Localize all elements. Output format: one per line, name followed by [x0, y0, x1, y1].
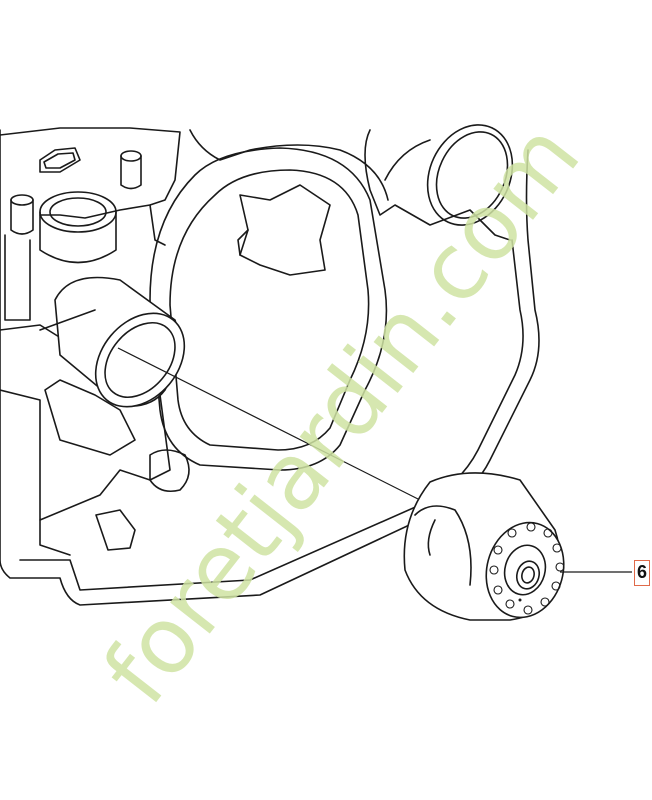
top-bracket: [0, 127, 181, 321]
crankcase-housing: [0, 129, 540, 606]
right-cylinder-port: [384, 124, 514, 226]
assembly-guide-line: [117, 347, 421, 501]
bearing-sleeve: [39, 276, 186, 408]
callout-number-6[interactable]: 6: [634, 560, 650, 586]
part-6-roller-bearing: [403, 472, 565, 621]
